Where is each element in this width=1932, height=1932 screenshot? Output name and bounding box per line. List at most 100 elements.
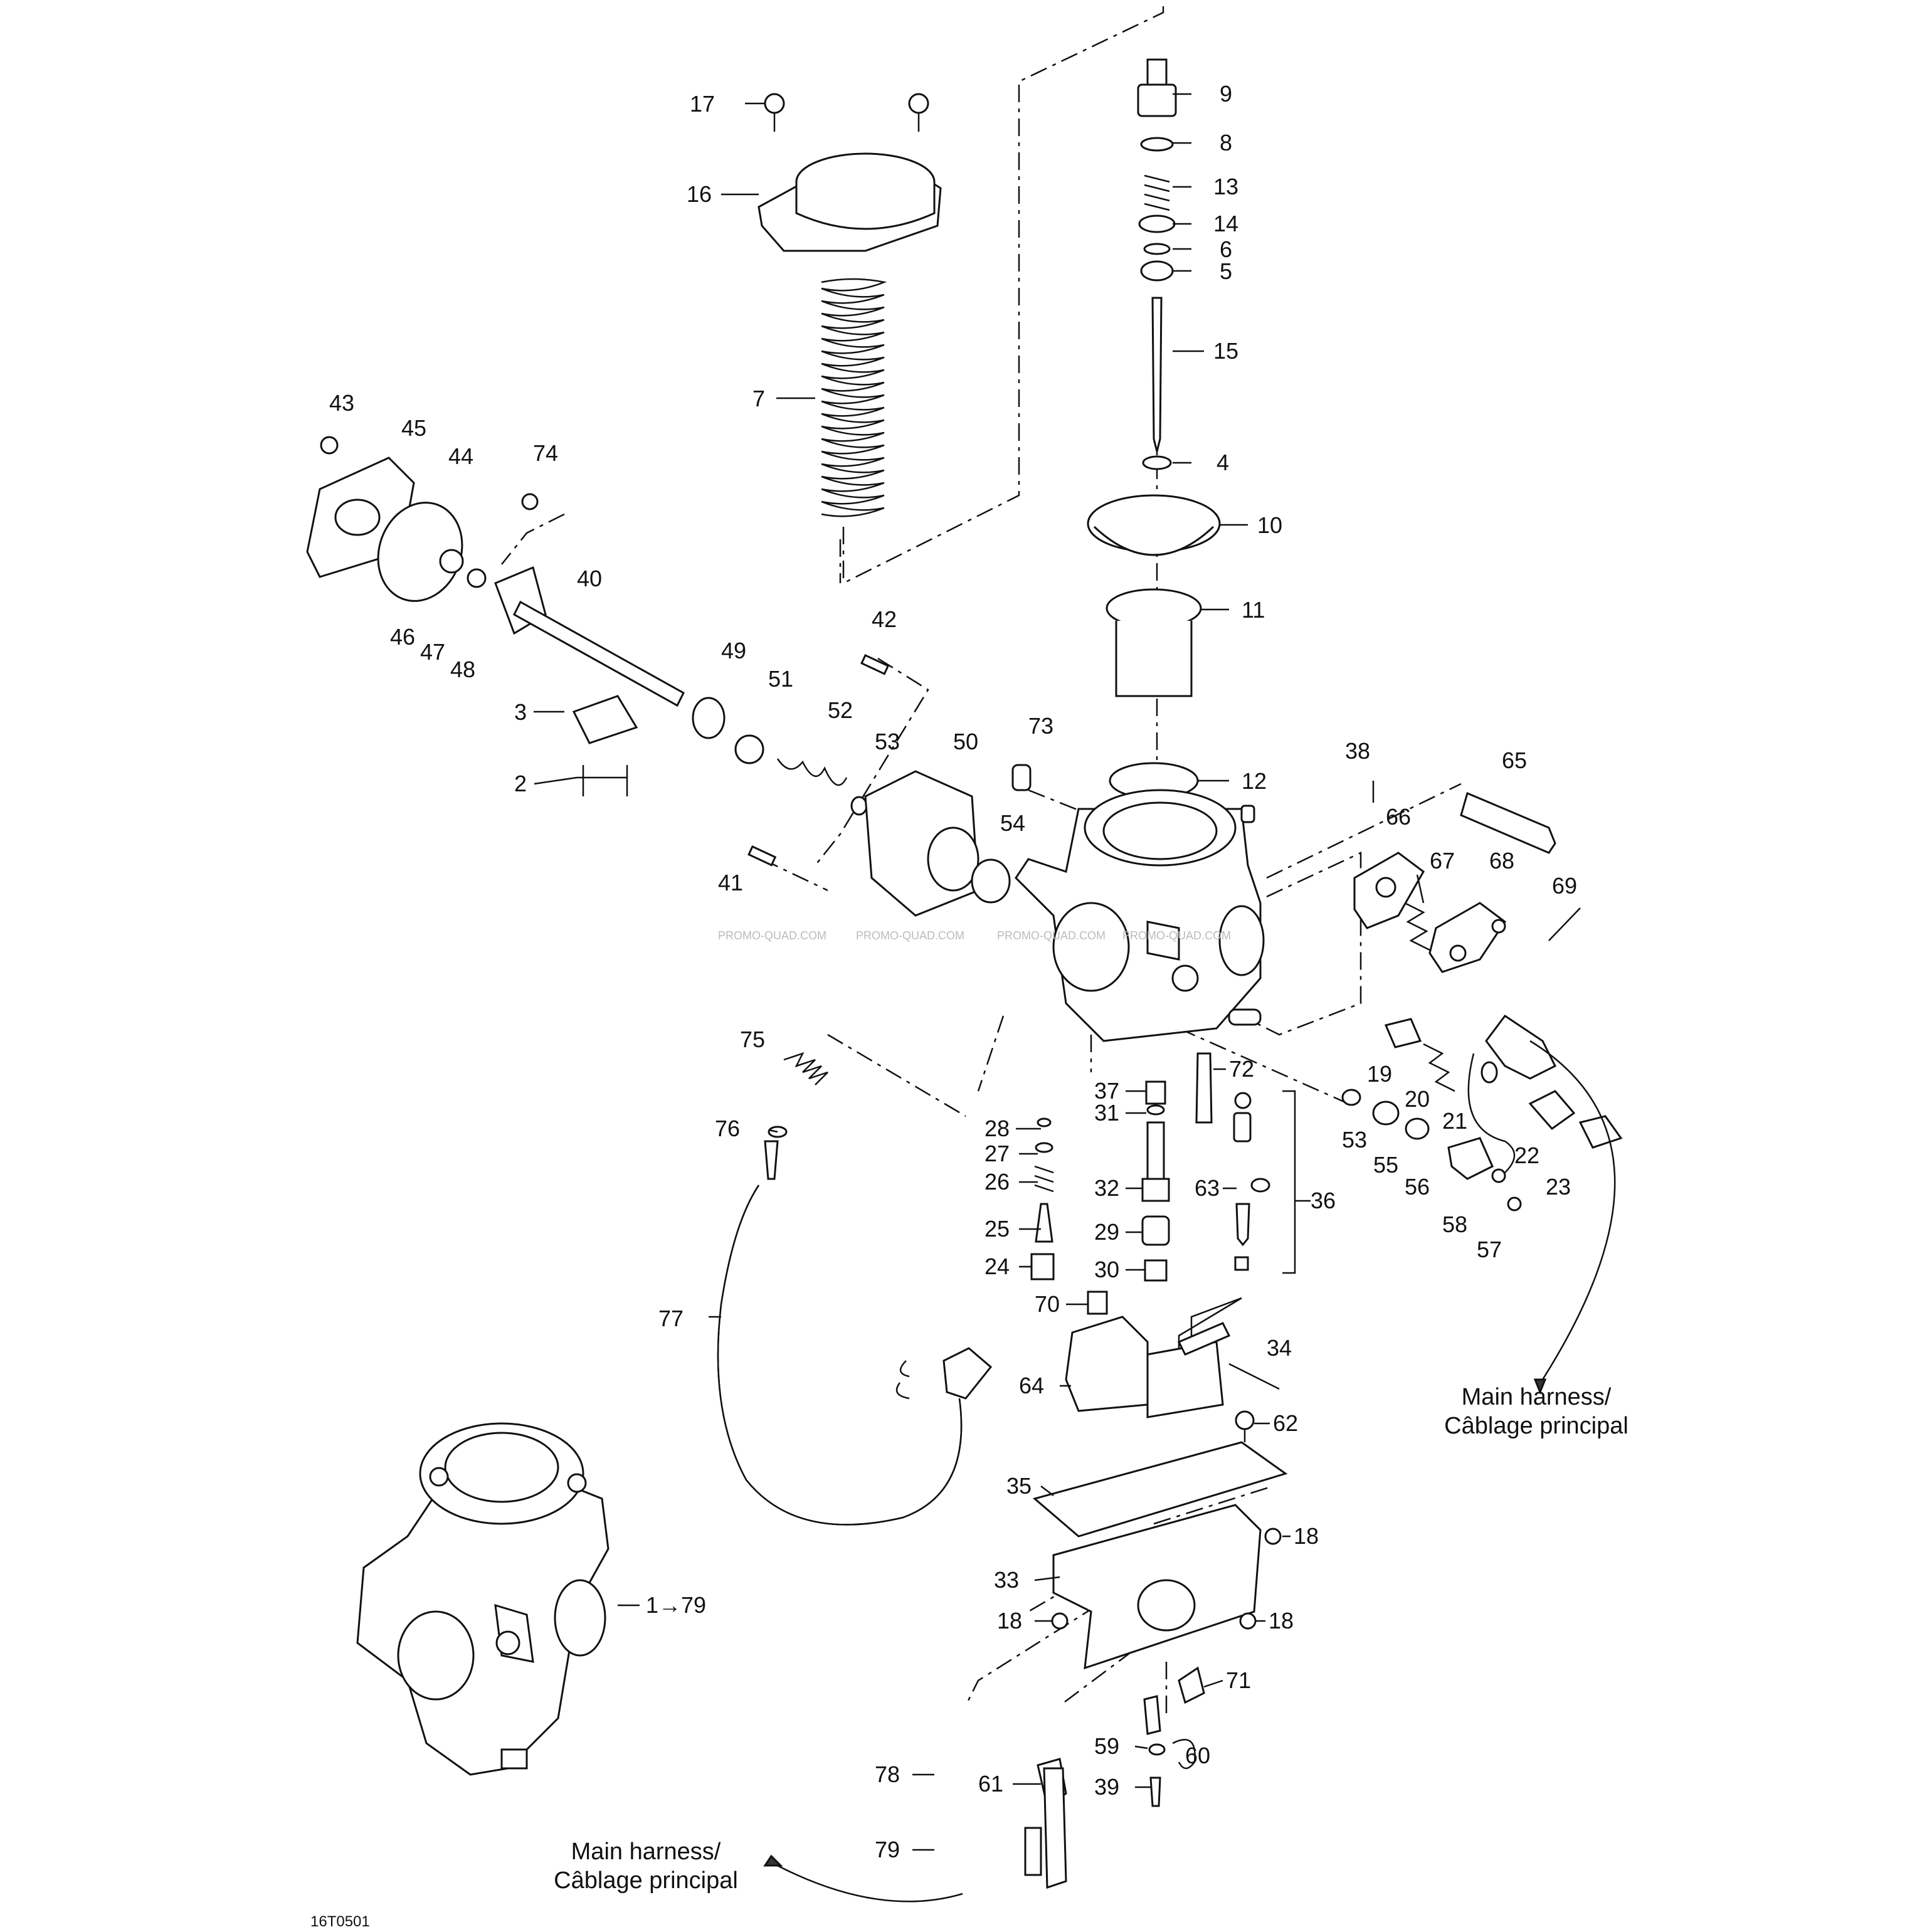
callout-49: 49	[721, 638, 746, 663]
linkage-group	[692, 654, 1032, 917]
harness-arrow-left	[771, 1861, 963, 1903]
callout-47: 47	[420, 639, 445, 665]
harness-label-right: Main harness/ Câblage principal	[1411, 1383, 1662, 1440]
watermark: PROMO-QUAD.COM	[718, 929, 826, 942]
callout-66: 66	[1386, 804, 1411, 830]
callout-5: 5	[1220, 258, 1232, 284]
callout-18-top: 18	[1294, 1523, 1319, 1549]
callout-27: 27	[984, 1141, 1010, 1166]
callout-50: 50	[953, 729, 978, 754]
main-spring	[821, 278, 887, 583]
assembled-carburetor	[356, 1422, 610, 1776]
callout-39: 39	[1094, 1774, 1119, 1800]
callout-54: 54	[1000, 810, 1025, 836]
float-bowl-group	[1024, 1297, 1288, 1889]
callout-32: 32	[1094, 1175, 1119, 1201]
callout-16: 16	[687, 181, 712, 207]
callout-23: 23	[1546, 1174, 1571, 1200]
harness-line-1: Main harness/	[571, 1839, 721, 1865]
callout-42: 42	[872, 606, 897, 632]
callout-71: 71	[1226, 1667, 1251, 1693]
callout-21: 21	[1442, 1108, 1467, 1134]
callout-56: 56	[1405, 1174, 1430, 1200]
callout-69: 69	[1552, 873, 1577, 899]
callout-13: 13	[1213, 174, 1238, 199]
jets-group	[1030, 1052, 1296, 1315]
callout-73: 73	[1028, 713, 1053, 739]
callout-70: 70	[1035, 1291, 1060, 1317]
callout-35: 35	[1006, 1473, 1032, 1499]
carburetor-body	[1015, 789, 1265, 1042]
callout-67: 67	[1430, 848, 1455, 874]
callout-51: 51	[768, 666, 793, 692]
alignment-lines	[501, 6, 1462, 1718]
callout-72: 72	[1229, 1056, 1254, 1082]
callout-75: 75	[740, 1027, 765, 1052]
callout-77: 77	[658, 1306, 684, 1331]
callout-38: 38	[1345, 738, 1370, 764]
harness-line-2: Câblage principal	[554, 1867, 738, 1894]
callout-44: 44	[448, 443, 473, 469]
harness-label-left: Main harness/ Câblage principal	[527, 1837, 765, 1895]
callout-15: 15	[1213, 338, 1238, 364]
callout-53: 53	[875, 729, 900, 754]
callout-6: 6	[1220, 236, 1232, 262]
watermark: PROMO-QUAD.COM	[997, 929, 1106, 942]
callout-46: 46	[390, 624, 415, 650]
callout-14: 14	[1213, 211, 1238, 236]
callout-25: 25	[984, 1216, 1010, 1242]
callout-12: 12	[1242, 768, 1267, 794]
callout-19: 19	[1367, 1061, 1392, 1087]
watermark: PROMO-QUAD.COM	[1122, 929, 1231, 942]
callout-numbers: 17 16 7 9 8 13 14 6 5 15 4 10 11 12 43 4…	[329, 81, 1577, 1862]
diaphragm-slide-group	[1087, 494, 1221, 800]
float-pointer-arrow	[1178, 1297, 1242, 1348]
harness-arrow-right	[1529, 1040, 1616, 1380]
callout-62: 62	[1273, 1410, 1298, 1436]
callout-78: 78	[875, 1761, 900, 1787]
callout-57: 57	[1477, 1237, 1502, 1262]
callout-52: 52	[828, 697, 853, 723]
callout-24: 24	[984, 1254, 1010, 1279]
callout-29: 29	[1094, 1219, 1119, 1245]
needle-stack	[1137, 58, 1177, 470]
callout-65: 65	[1502, 747, 1527, 773]
callout-58: 58	[1442, 1211, 1467, 1237]
callout-45: 45	[401, 415, 426, 441]
callout-26: 26	[984, 1169, 1010, 1195]
callout-34: 34	[1267, 1335, 1292, 1361]
callout-55: 55	[1373, 1152, 1398, 1178]
callout-22: 22	[1514, 1143, 1539, 1168]
harness-line-1: Main harness/	[1461, 1384, 1612, 1410]
callout-30: 30	[1094, 1257, 1119, 1282]
right-side-parts	[1240, 791, 1623, 1211]
callout-61: 61	[978, 1771, 1003, 1797]
reference-code: 16T0501	[310, 1913, 370, 1930]
callout-4: 4	[1217, 450, 1229, 475]
callout-43: 43	[329, 390, 354, 416]
callout-8: 8	[1220, 130, 1232, 156]
callout-63: 63	[1195, 1175, 1220, 1201]
throttle-shaft-group	[306, 436, 685, 796]
callout-2: 2	[514, 771, 527, 796]
callout-28: 28	[984, 1116, 1010, 1141]
callout-41: 41	[718, 870, 743, 895]
top-cover-group	[757, 93, 942, 252]
watermark: PROMO-QUAD.COM	[856, 929, 964, 942]
callout-79: 79	[875, 1837, 900, 1862]
callout-3: 3	[514, 699, 527, 725]
callout-48: 48	[450, 657, 475, 682]
arrow-head-right	[1533, 1378, 1547, 1395]
callout-68: 68	[1489, 848, 1514, 874]
callout-40: 40	[577, 566, 602, 591]
callout-18-right: 18	[1269, 1608, 1294, 1634]
callout-53b: 53	[1342, 1127, 1367, 1153]
callout-36: 36	[1311, 1188, 1336, 1213]
callout-20: 20	[1405, 1086, 1430, 1112]
callout-7: 7	[752, 386, 765, 411]
callout-76: 76	[715, 1116, 740, 1141]
leader-lines	[534, 93, 1581, 1851]
callout-31: 31	[1094, 1100, 1119, 1126]
arrow-head-left	[763, 1854, 783, 1867]
